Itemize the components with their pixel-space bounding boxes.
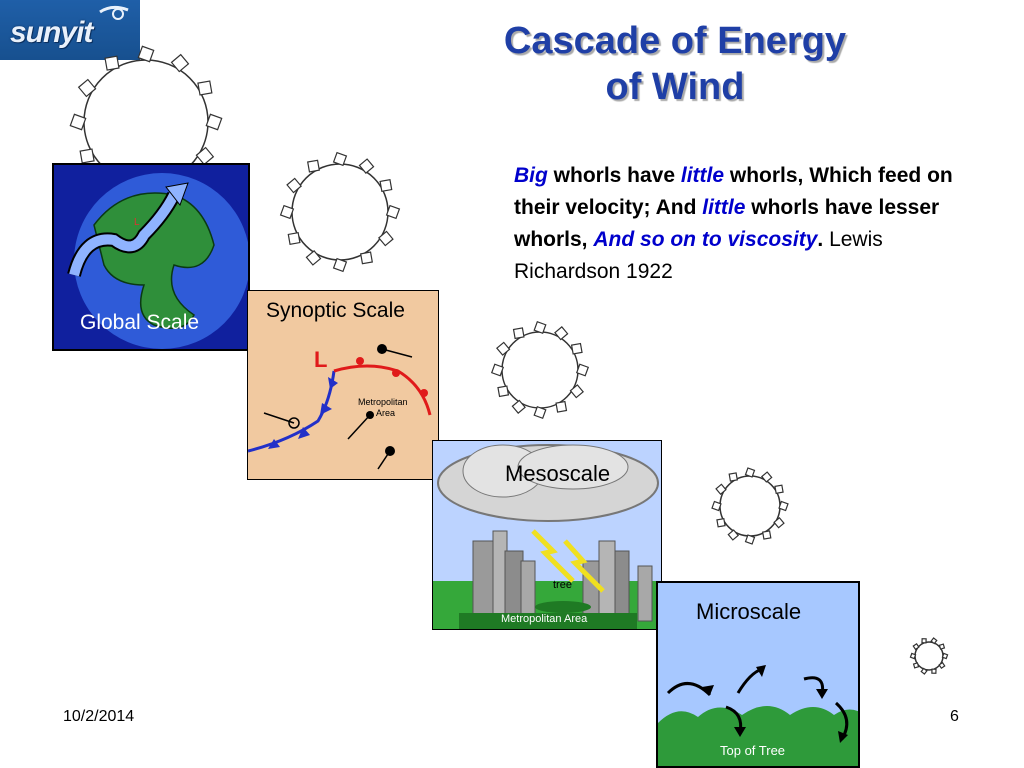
metropolitan-label-1: Metropolitan xyxy=(358,397,408,407)
logo-text: sunyit xyxy=(10,16,93,49)
eddy-circle-1 xyxy=(69,45,223,199)
slide-date: 10/2/2014 xyxy=(63,708,135,725)
global-scale-label: Global Scale xyxy=(80,311,200,334)
top-of-tree-label: Top of Tree xyxy=(720,743,786,758)
mesoscale-panel: Mesoscale tree Metropolitan Area xyxy=(432,440,662,630)
globe-icon: L xyxy=(67,173,248,349)
metropolitan-label-2: Area xyxy=(376,408,396,418)
slide-title: Cascade of Energy of Wind xyxy=(420,18,930,110)
synoptic-scale-panel: Synoptic Scale L Metropolitan Area xyxy=(247,290,439,480)
tree-label: tree xyxy=(553,579,572,591)
eddy-circle-2 xyxy=(279,151,401,273)
quote-part3: whorls have lesser whorls, xyxy=(514,196,940,251)
quote-and-so: And so on to viscosity xyxy=(593,228,818,251)
mesoscale-label: Mesoscale xyxy=(505,461,611,486)
sunyit-logo: sunyit xyxy=(0,0,140,60)
synoptic-scale-label: Synoptic Scale xyxy=(266,299,405,322)
global-scale-panel: L Global Scale xyxy=(52,163,250,351)
quote-part1: whorls have xyxy=(547,164,681,187)
quote-attribution: Lewis Richardson 1922 xyxy=(514,228,883,283)
title-line-2: of Wind xyxy=(605,66,745,108)
eddy-circle-5 xyxy=(909,637,949,675)
richardson-quote: Big whorls have little whorls, Which fee… xyxy=(514,160,994,288)
low-pressure-symbol: L xyxy=(314,347,328,372)
microscale-label: Microscale xyxy=(696,599,802,624)
logo-swoosh-icon xyxy=(99,5,129,20)
city-storm-icon xyxy=(433,444,661,629)
slide-number: 6 xyxy=(950,708,959,725)
eddy-circle-3 xyxy=(490,320,590,420)
quote-little-1: little xyxy=(680,164,725,187)
treetop-eddies-icon xyxy=(658,665,858,766)
metropolitan-area-label: Metropolitan Area xyxy=(501,613,588,625)
title-line-1: Cascade of Energy xyxy=(503,20,847,62)
quote-little-2: little xyxy=(702,196,746,219)
quote-period: . xyxy=(817,228,824,251)
eddy-circle-4 xyxy=(711,467,789,545)
microscale-panel: Microscale Top of Tree xyxy=(656,581,860,768)
quote-part2: whorls, Which feed on their velocity; An… xyxy=(514,164,953,219)
weather-map-icon xyxy=(248,344,432,470)
quote-big: Big xyxy=(514,164,548,187)
svg-text:L: L xyxy=(134,217,140,228)
